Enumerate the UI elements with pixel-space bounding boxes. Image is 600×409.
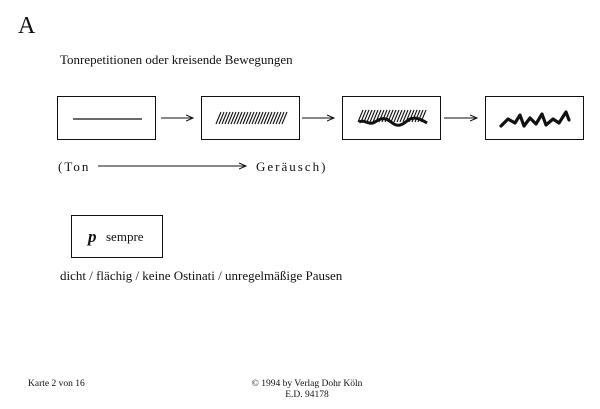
- scale-end-label: Geräusch): [256, 159, 328, 174]
- card-number: Karte 2 von 16: [28, 379, 85, 389]
- hatched-band-icon: [215, 111, 288, 125]
- card-letter: A: [18, 13, 36, 39]
- dynamic-mark: p: [88, 227, 97, 246]
- dynamic-marking-box: p sempre: [71, 215, 163, 258]
- publisher-info: © 1994 by Verlag Dohr Köln E.D. 94178: [237, 379, 377, 401]
- zigzag-scribble-icon: [499, 110, 571, 128]
- copyright-line: © 1994 by Verlag Dohr Köln: [251, 379, 363, 389]
- card-subtitle: Tonrepetitionen oder kreisende Bewegunge…: [60, 52, 293, 67]
- hatched-wavy-band-icon: [357, 109, 428, 127]
- box-zigzag-scribble: [485, 96, 584, 140]
- description-text: dicht / flächig / keine Ostinati / unreg…: [60, 268, 343, 283]
- box-hatched-wavy-band: [342, 96, 441, 140]
- scale-start-label: (Ton: [58, 159, 91, 174]
- box-hatched-band: [201, 96, 300, 140]
- box-straight-line: [57, 96, 156, 140]
- straight-line-icon: [73, 118, 142, 120]
- dynamic-word: sempre: [106, 229, 144, 244]
- edition-line: E.D. 94178: [285, 390, 329, 400]
